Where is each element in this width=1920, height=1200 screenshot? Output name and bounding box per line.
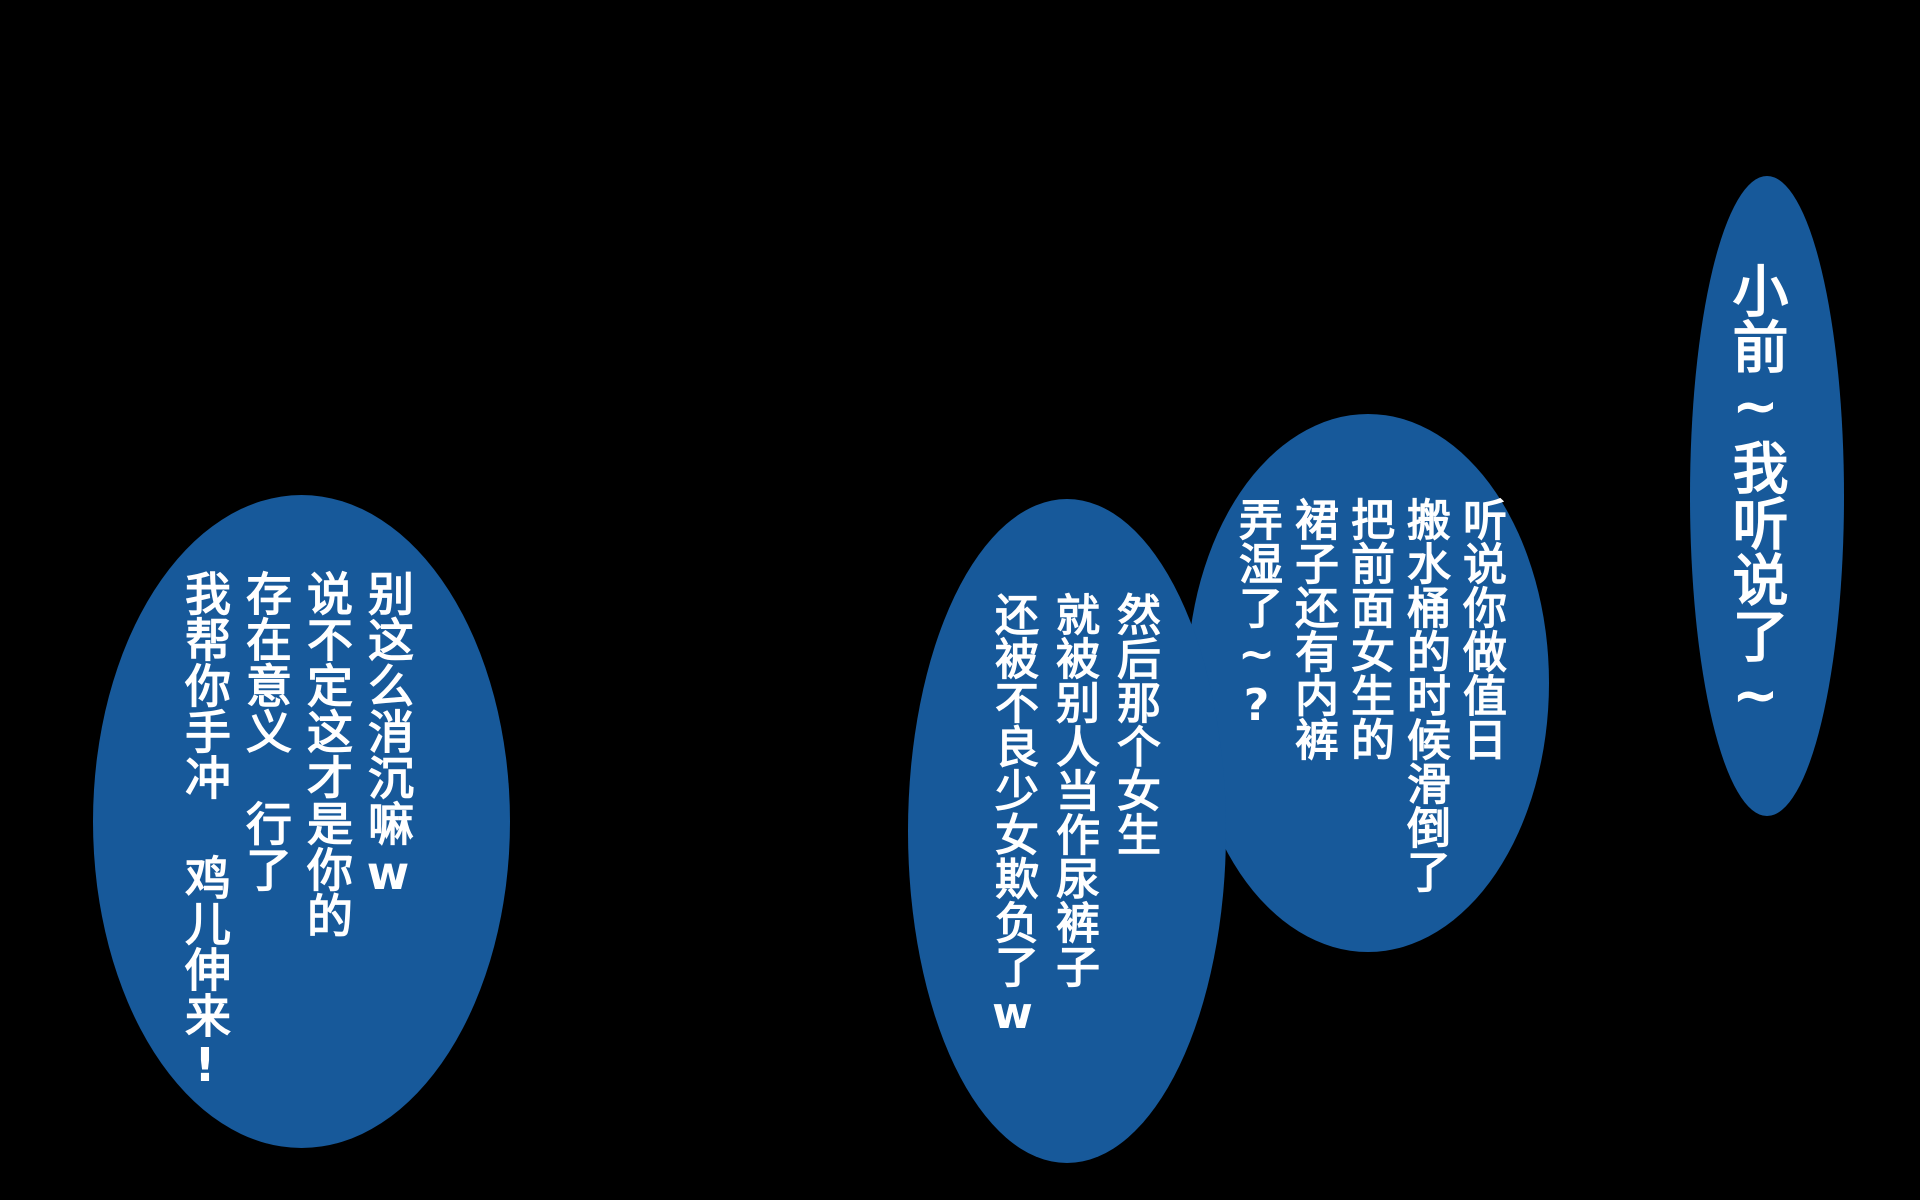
bubble-2-line-2: 搬水桶的时候滑倒了	[1399, 497, 1450, 893]
speech-bubble-3	[908, 499, 1226, 1163]
bubble-4-line-4: 我帮你手冲 鸡儿伸来!	[178, 570, 232, 1092]
bubble-4-line-1: 别这么消沉嘛w	[361, 570, 415, 900]
speech-bubble-4	[93, 495, 510, 1148]
bubble-2-line-3: 把前面女生的	[1343, 497, 1394, 761]
speech-bubble-4-text: 别这么消沉嘛w 说不定这才是你的 存在意义 行了 我帮你手冲 鸡儿伸来!	[174, 570, 418, 1092]
bubble-3-line-3: 还被不良少女欺负了w	[987, 592, 1038, 1039]
speech-bubble-1	[1690, 176, 1844, 816]
bubble-1-line-1: 小前~我听说了~	[1723, 262, 1788, 728]
speech-bubble-2-text: 听说你做值日 搬水桶的时候滑倒了 把前面女生的 裙子还有内裤 弄湿了~?	[1228, 497, 1508, 893]
speech-bubble-2	[1187, 414, 1549, 952]
bubble-4-line-2: 说不定这才是你的	[300, 570, 354, 938]
speech-bubble-1-text: 小前~我听说了~	[1723, 262, 1788, 728]
bubble-4-line-3: 存在意义 行了	[239, 570, 293, 892]
speech-bubble-3-text: 然后那个女生 就被别人当作尿裤子 还被不良少女欺负了w	[982, 592, 1165, 1039]
bubble-3-line-2: 就被别人当作尿裤子	[1048, 592, 1099, 988]
bubble-3-line-1: 然后那个女生	[1109, 592, 1160, 856]
bubble-2-line-1: 听说你做值日	[1455, 497, 1506, 761]
bubble-2-line-4: 裙子还有内裤	[1287, 497, 1338, 761]
bubble-2-line-5: 弄湿了~?	[1231, 497, 1282, 731]
